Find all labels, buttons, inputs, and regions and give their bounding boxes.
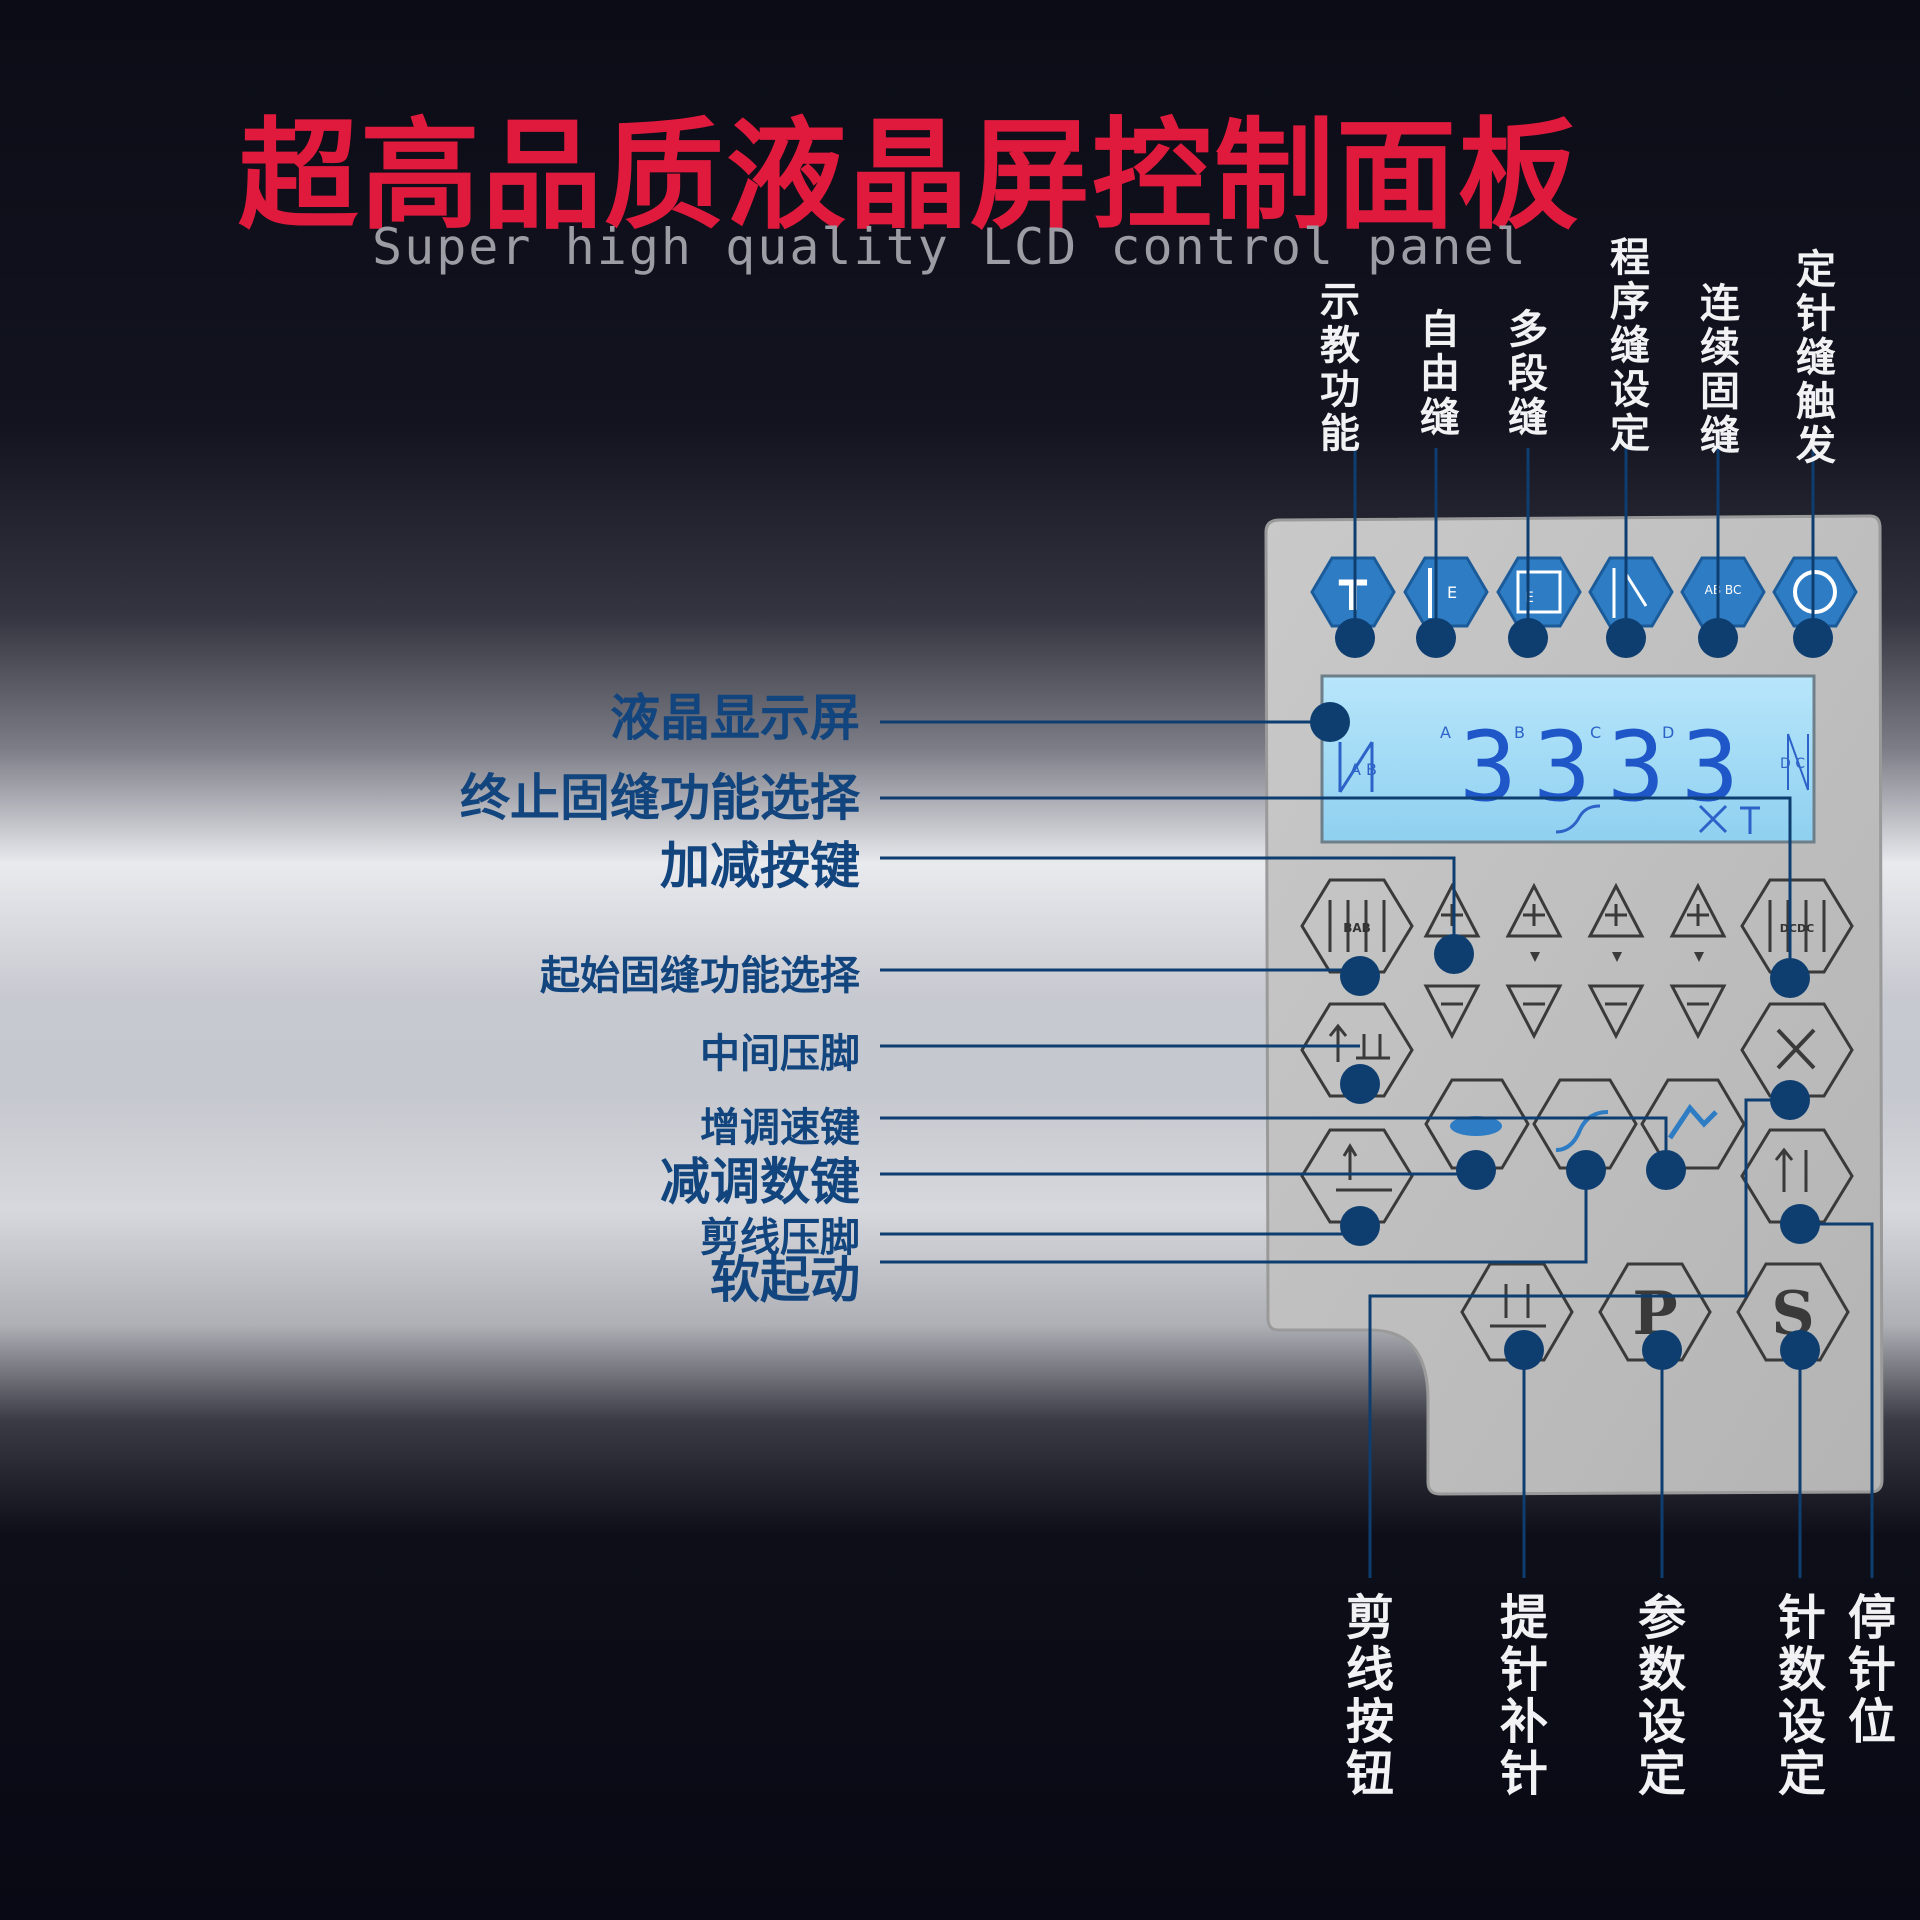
multi-section-key[interactable]: E bbox=[1496, 556, 1582, 628]
label-soft-start: 软起动 bbox=[710, 1251, 860, 1309]
label-trim-button: 剪线按钮 bbox=[1345, 1590, 1394, 1802]
needle-up-down-key[interactable] bbox=[1460, 1262, 1574, 1362]
lcd-label-d: D bbox=[1662, 723, 1674, 742]
label-needle-up-down: 提针补针 bbox=[1499, 1590, 1548, 1802]
label-free-sew: 自由缝 bbox=[1420, 307, 1460, 441]
label-continuous-tack: 连续固缝 bbox=[1700, 281, 1740, 459]
plus-key-b[interactable] bbox=[1505, 882, 1563, 938]
scissors-icon bbox=[1776, 1028, 1816, 1070]
continuous-tack-key[interactable]: AB BC bbox=[1680, 556, 1766, 628]
plus-minus-keys bbox=[1423, 882, 1727, 1040]
free-sew-key-label: E bbox=[1447, 583, 1457, 602]
soft-start-icon bbox=[1555, 1110, 1609, 1152]
top-leader-dots bbox=[1335, 618, 1833, 658]
needle-stop-key[interactable] bbox=[1740, 1128, 1854, 1224]
label-fixed-stitch-trigger: 定针缝触发 bbox=[1796, 247, 1836, 469]
end-tack-key[interactable]: DCDC bbox=[1740, 878, 1854, 974]
start-tack-key-label: BAB bbox=[1343, 921, 1371, 935]
program-sew-key[interactable] bbox=[1588, 556, 1674, 628]
continuous-tack-key-label: AB BC bbox=[1705, 583, 1742, 597]
label-speed-up: 增调速键 bbox=[700, 1105, 860, 1151]
turtle-icon bbox=[1450, 1116, 1502, 1136]
label-program-sew: 程序缝设定 bbox=[1610, 235, 1650, 457]
label-stitch-count-set: 针数设定 bbox=[1777, 1590, 1826, 1802]
page-subtitle: Super high quality LCD control panel bbox=[372, 218, 1528, 276]
lcd-label-b: B bbox=[1514, 723, 1525, 742]
label-end-tack: 终止固缝功能选择 bbox=[460, 769, 860, 827]
left-leader-dots bbox=[1310, 702, 1810, 1246]
start-tack-key[interactable]: BAB bbox=[1300, 878, 1414, 974]
label-speed-down: 减调数键 bbox=[660, 1153, 860, 1211]
label-plus-minus: 加减按键 bbox=[660, 837, 860, 895]
label-teach: 示教功能 bbox=[1320, 279, 1360, 457]
plus-key-d[interactable] bbox=[1669, 882, 1727, 938]
top-key-row: T E E AB BC bbox=[1310, 556, 1858, 628]
lcd-digit-3: 3 bbox=[1607, 711, 1665, 823]
top-leader-lines bbox=[1353, 448, 1815, 638]
lcd-right-mark: D C bbox=[1780, 756, 1805, 772]
minus-key-d[interactable] bbox=[1669, 984, 1727, 1040]
soft-start-key[interactable] bbox=[1532, 1078, 1638, 1170]
bottom-leader-dots bbox=[1504, 1080, 1820, 1370]
label-parameter-set: 参数设定 bbox=[1637, 1590, 1686, 1802]
lcd-digit-1: 3 bbox=[1459, 711, 1517, 823]
lcd-digit-2: 3 bbox=[1533, 711, 1591, 823]
minus-key-c[interactable] bbox=[1587, 984, 1645, 1040]
teach-key-label: T bbox=[1339, 571, 1368, 620]
label-start-tack: 起始固缝功能选择 bbox=[540, 953, 860, 999]
bottom-leader-lines bbox=[1368, 1098, 1874, 1578]
plus-key-c[interactable] bbox=[1587, 882, 1645, 938]
minus-key-a[interactable] bbox=[1423, 984, 1481, 1040]
end-tack-key-label: DCDC bbox=[1780, 922, 1814, 935]
label-multi-section: 多段缝 bbox=[1508, 307, 1548, 441]
free-sew-key[interactable]: E bbox=[1403, 556, 1489, 628]
page-title: 超高品质液晶屏控制面板 bbox=[238, 107, 1580, 246]
label-trim-presser: 剪线压脚 bbox=[700, 1215, 860, 1261]
label-needle-stop: 停针位 bbox=[1847, 1590, 1896, 1750]
lcd-label-c: C bbox=[1590, 723, 1601, 742]
lcd-digit-4: 3 bbox=[1681, 711, 1739, 823]
lcd-display: A B A B C D 3 3 3 3 D C bbox=[1320, 674, 1816, 844]
lcd-label-a: A bbox=[1440, 723, 1451, 742]
label-middle-presser: 中间压脚 bbox=[700, 1031, 860, 1077]
minus-key-b[interactable] bbox=[1505, 984, 1563, 1040]
teach-key[interactable]: T bbox=[1310, 556, 1396, 628]
fixed-stitch-trigger-key[interactable] bbox=[1772, 556, 1858, 628]
rabbit-icon bbox=[1667, 1103, 1718, 1140]
trim-key[interactable] bbox=[1740, 1002, 1854, 1098]
label-lcd-screen: 液晶显示屏 bbox=[610, 689, 860, 747]
speed-up-key[interactable] bbox=[1424, 1078, 1530, 1170]
